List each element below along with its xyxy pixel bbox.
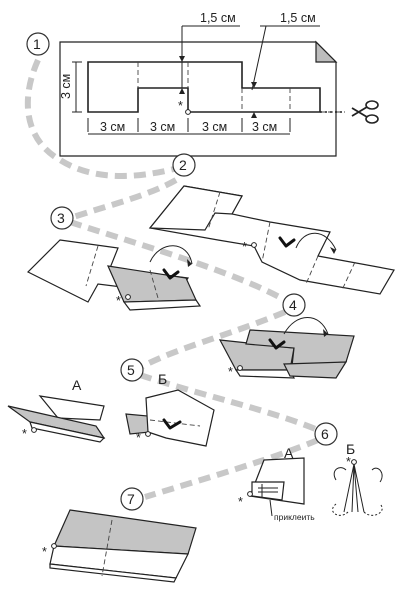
- svg-text:2: 2: [179, 157, 187, 173]
- anchor-star-7: *: [42, 545, 47, 559]
- template-sheet: * 3 см 3 см 3 см 3 см 3 см 1,5 см 1,5 см: [59, 11, 379, 157]
- step-6a-figure: * приклеить: [238, 457, 315, 522]
- step-6b-figure: *: [332, 455, 383, 516]
- dim-half-right: 1,5 см: [280, 11, 316, 25]
- step-2-figure: *: [148, 185, 395, 295]
- dim-seg-1: 3 см: [100, 120, 125, 134]
- step-1-marker: 1: [26, 32, 50, 56]
- anchor-star-3: *: [116, 294, 121, 308]
- step-5b-figure: *: [125, 389, 215, 447]
- step-5a-figure: *: [7, 395, 106, 443]
- anchor-star-5b: *: [136, 431, 141, 445]
- page-corner-fold: [315, 40, 338, 63]
- svg-text:1: 1: [33, 36, 41, 52]
- step-2-marker: 2: [172, 153, 196, 177]
- step-4-marker: 4: [282, 293, 306, 317]
- svg-text:5: 5: [127, 362, 135, 378]
- scissors-icon: [351, 100, 379, 124]
- step-6-marker: 6: [314, 422, 338, 446]
- step-3-marker: 3: [50, 206, 74, 230]
- step-connector-path: [24, 58, 320, 500]
- step-7-marker: 7: [120, 487, 144, 511]
- step-4-figure: *: [218, 317, 355, 379]
- dim-height: 3 см: [59, 74, 73, 99]
- anchor-star-4: *: [228, 365, 233, 379]
- dim-seg-4: 3 см: [252, 120, 277, 134]
- dim-half-left: 1,5 см: [200, 11, 236, 25]
- glue-label: приклеить: [274, 512, 315, 522]
- step-5-marker: 5: [120, 358, 144, 382]
- step-7-figure: *: [42, 509, 197, 583]
- svg-text:6: 6: [321, 426, 329, 442]
- dim-seg-2: 3 см: [150, 120, 175, 134]
- variant-a-label-6: А: [284, 445, 294, 461]
- anchor-star-2: *: [242, 240, 247, 254]
- svg-text:7: 7: [127, 491, 135, 507]
- svg-text:3: 3: [57, 210, 65, 226]
- dim-seg-3: 3 см: [202, 120, 227, 134]
- anchor-star-5a: *: [22, 427, 27, 441]
- anchor-star-6b: *: [346, 455, 351, 469]
- anchor-star-6a: *: [238, 495, 243, 509]
- svg-text:4: 4: [289, 297, 297, 313]
- variant-a-label-5: А: [72, 377, 82, 393]
- variant-b-label-6: Б: [346, 441, 355, 457]
- variant-b-label-5: Б: [158, 371, 167, 387]
- step-3-figure: *: [26, 239, 202, 311]
- anchor-star-1: *: [178, 99, 183, 113]
- anchor-dot: [185, 109, 191, 115]
